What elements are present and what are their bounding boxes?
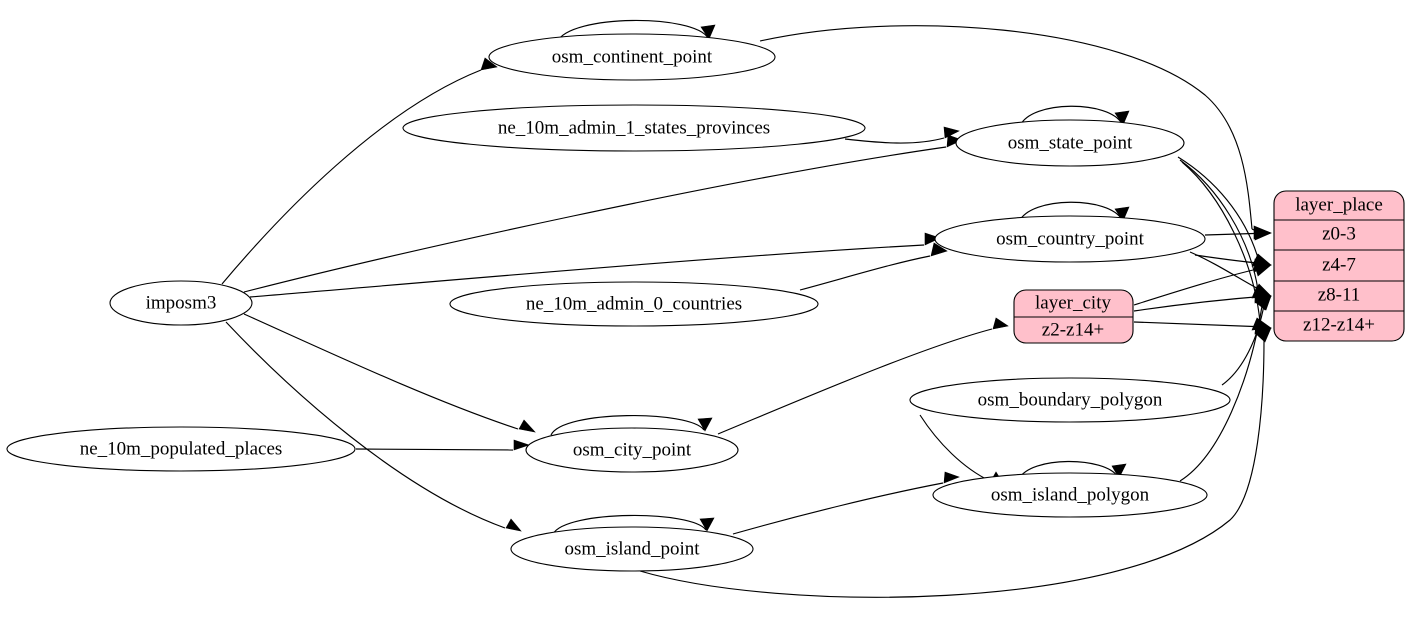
node-osm_island_polygon-shape[interactable] xyxy=(932,472,1208,518)
edge-layer_city-to-layer_place-z8-11 xyxy=(1133,295,1268,312)
arrowhead-osm_country_point-in-1 xyxy=(924,232,941,246)
arrowhead-layer_place-z8-11-e xyxy=(1254,295,1272,311)
node-ne_10m_admin_0_countries[interactable]: ne_10m_admin_0_countries xyxy=(449,281,819,327)
arrowhead-osm_city_point-in-2 xyxy=(513,439,530,451)
selfloop-osm_island_point xyxy=(552,514,707,535)
node-osm_boundary_polygon[interactable]: osm_boundary_polygon xyxy=(909,377,1231,423)
edge-osm_boundary_polygon-to-osm_island_polygon xyxy=(919,414,991,482)
node-osm_boundary_polygon-shape[interactable] xyxy=(909,377,1231,423)
node-ne_10m_admin_0_countries-shape[interactable] xyxy=(449,281,819,327)
selfloop-osm_island_polygon xyxy=(1018,460,1119,480)
node-osm_city_point-shape[interactable] xyxy=(525,427,739,473)
layer-node-layer_city[interactable]: layer_city z2-z14+ xyxy=(1013,289,1134,344)
edge-osm_island_point-to-osm_island_polygon xyxy=(732,482,944,535)
edge-osm_state_point-to-layer_place-z8-11 xyxy=(1179,159,1259,291)
arrowhead-layer_city-in xyxy=(992,317,1009,330)
node-osm_country_point[interactable]: osm_country_point xyxy=(934,215,1206,263)
arrowhead-osm_continent_point-in xyxy=(480,57,498,71)
edge-imposm3-to-osm_island_point xyxy=(225,321,506,529)
arrowhead-osm_state_point-self xyxy=(1114,110,1130,126)
layer_place-box[interactable] xyxy=(1273,190,1405,342)
arrowhead-osm_country_point-self xyxy=(1114,206,1130,222)
arrowhead-osm_continent_point-self xyxy=(700,24,716,40)
selfloop-osm_state_point xyxy=(1019,105,1123,127)
edge-osm_state_point-to-layer_place-z12-z14 xyxy=(1181,161,1261,323)
arrowhead-layer_place-z4-7-c xyxy=(1253,262,1272,277)
edge-ne_10m_populated_places-to-osm_city_point xyxy=(355,448,514,451)
layer-node-layer_place[interactable]: layer_place z0-3 z4-7 z8-11 z12-z14+ xyxy=(1273,190,1405,342)
edge-osm_boundary_polygon-to-layer_place-z8-11 xyxy=(1221,304,1265,386)
arrowhead-osm_state_point-in-2 xyxy=(943,126,960,139)
edge-osm_city_point-to-layer_city xyxy=(717,328,993,435)
node-ne_10m_populated_places[interactable]: ne_10m_populated_places xyxy=(6,426,356,472)
selfloop-osm_city_point xyxy=(550,415,705,436)
edge-layer_city-to-layer_place-z4-7 xyxy=(1133,266,1267,306)
node-osm_island_point-shape[interactable] xyxy=(510,526,754,572)
edge-osm_state_point-to-layer_place-z4-7 xyxy=(1177,156,1259,259)
edge-layer_city-to-layer_place-z12-z14 xyxy=(1133,321,1268,328)
edge-imposm3-to-osm_continent_point xyxy=(221,69,482,285)
node-osm_state_point[interactable]: osm_state_point xyxy=(955,119,1185,167)
arrowhead-osm_island_polygon-self xyxy=(1111,463,1127,479)
edge-layer xyxy=(221,19,1272,598)
node-imposm3[interactable]: imposm3 xyxy=(109,280,253,326)
arrowhead-osm_island_point-in-1 xyxy=(505,518,522,532)
edge-imposm3-to-osm_city_point xyxy=(243,313,519,430)
node-osm_continent_point[interactable]: osm_continent_point xyxy=(488,33,776,81)
node-ne_10m_admin_1_states_provinces-shape[interactable] xyxy=(402,104,866,152)
arrowhead-osm_city_point-self xyxy=(697,417,713,432)
arrowhead-osm_country_point-in-2 xyxy=(930,242,948,257)
edge-imposm3-to-osm_state_point xyxy=(243,146,947,293)
selfloop-osm_continent_point xyxy=(556,19,709,43)
arrowhead-osm_state_point-in-1 xyxy=(946,134,963,148)
node-osm_island_point[interactable]: osm_island_point xyxy=(510,526,754,572)
edge-osm_continent_point-to-layer_place-z0-3 xyxy=(759,25,1253,230)
node-ne_10m_admin_1_states_provinces[interactable]: ne_10m_admin_1_states_provinces xyxy=(402,104,866,152)
selfloop-osm_country_point xyxy=(1018,201,1123,223)
node-ne_10m_populated_places-shape[interactable] xyxy=(6,426,356,472)
node-imposm3-shape[interactable] xyxy=(109,280,253,326)
node-osm_country_point-shape[interactable] xyxy=(934,215,1206,263)
edge-ne_10m_admin_1_states_provinces-to-osm_state_point xyxy=(844,137,945,144)
arrowhead-osm_city_point-in-1 xyxy=(518,419,536,433)
node-osm_state_point-shape[interactable] xyxy=(955,119,1185,167)
edge-ne_10m_admin_0_countries-to-osm_country_point xyxy=(799,255,931,291)
arrowhead-layer_place-z12-z14-c xyxy=(1254,327,1272,343)
arrowhead-osm_island_polygon-in-2 xyxy=(943,471,960,484)
arrowhead-layer_place-z0-3-b xyxy=(1254,226,1272,241)
arrowhead-osm_island_point-self xyxy=(699,517,715,532)
node-osm_continent_point-shape[interactable] xyxy=(488,33,776,81)
node-osm_city_point[interactable]: osm_city_point xyxy=(525,427,739,473)
edge-imposm3-to-osm_country_point xyxy=(249,244,925,298)
node-osm_island_polygon[interactable]: osm_island_polygon xyxy=(932,472,1208,518)
edge-osm_island_point-to-layer_place-z12-z14 xyxy=(639,339,1265,598)
